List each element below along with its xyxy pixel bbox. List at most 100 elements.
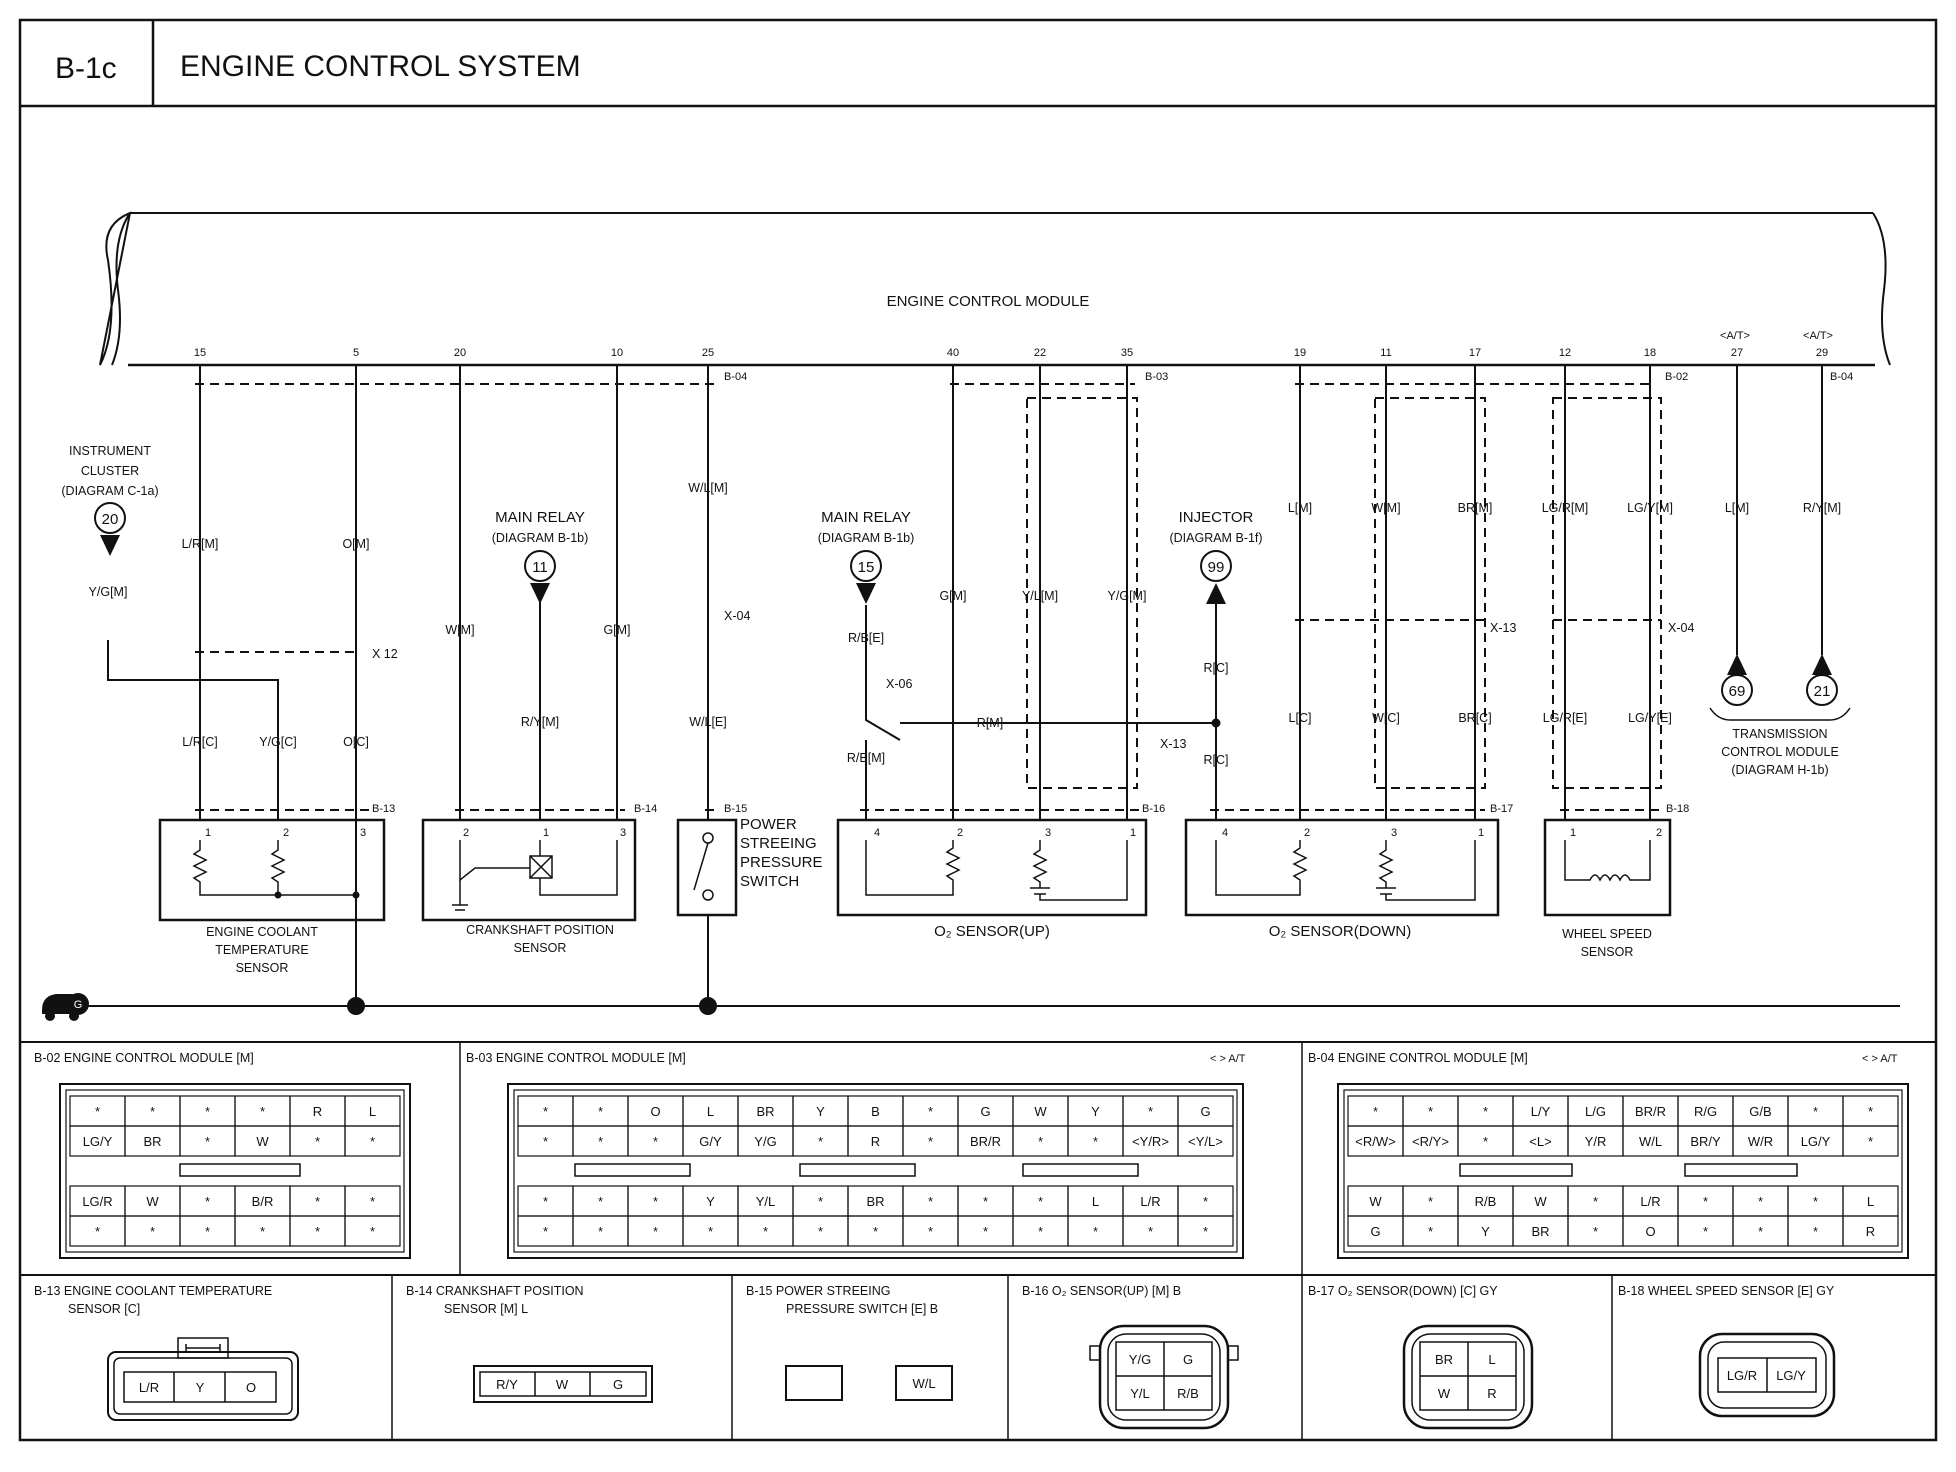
pin-cell: * bbox=[1703, 1224, 1708, 1239]
at-tag-29: <A/T> bbox=[1803, 330, 1833, 342]
panel-title-b02: B-02 ENGINE CONTROL MODULE [M] bbox=[34, 1051, 254, 1065]
at-tag-27: <A/T> bbox=[1720, 330, 1750, 342]
pin-cell: * bbox=[818, 1134, 823, 1149]
junction-label: X-13 bbox=[1490, 621, 1516, 635]
svg-text:SENSOR [M] L: SENSOR [M] L bbox=[444, 1302, 528, 1316]
svg-text:R/B: R/B bbox=[1177, 1386, 1199, 1401]
pin-cell: * bbox=[708, 1224, 713, 1239]
junction-label: X 12 bbox=[372, 647, 398, 661]
pin-cell: * bbox=[598, 1104, 603, 1119]
pin-cell: * bbox=[1703, 1194, 1708, 1209]
pin-cell: * bbox=[928, 1194, 933, 1209]
pin-cell: LG/Y bbox=[1801, 1134, 1831, 1149]
connector-label: B-04 bbox=[724, 371, 747, 383]
pin-cell: Y bbox=[706, 1194, 715, 1209]
svg-text:LG/Y: LG/Y bbox=[1776, 1368, 1806, 1383]
ref-instrument-cluster[interactable]: INSTRUMENT CLUSTER (DIAGRAM C-1a) 20 bbox=[61, 444, 159, 556]
pin-cell: * bbox=[205, 1104, 210, 1119]
svg-text:R/Y: R/Y bbox=[496, 1377, 518, 1392]
pin-cell: <Y/R> bbox=[1132, 1134, 1169, 1149]
pin-cell: <R/Y> bbox=[1412, 1134, 1449, 1149]
svg-text:CRANKSHAFT POSITION: CRANKSHAFT POSITION bbox=[466, 923, 614, 937]
wire-label: Y/L[M] bbox=[1022, 589, 1058, 603]
svg-text:LG/R: LG/R bbox=[1727, 1368, 1757, 1383]
pin-cell: <R/W> bbox=[1355, 1134, 1395, 1149]
ground-point: G bbox=[42, 993, 89, 1021]
ecm-connector-bands: B-04 B-03 B-02 B-04 bbox=[195, 371, 1853, 385]
pin-cell: B/R bbox=[252, 1194, 274, 1209]
pin-cell: * bbox=[315, 1224, 320, 1239]
svg-text:WHEEL SPEED: WHEEL SPEED bbox=[1562, 927, 1652, 941]
svg-text:3: 3 bbox=[620, 827, 626, 839]
pin-cell: * bbox=[95, 1224, 100, 1239]
wire-label: R[C] bbox=[1204, 661, 1229, 675]
svg-text:B-16 O₂ SENSOR(UP) [M] B: B-16 O₂ SENSOR(UP) [M] B bbox=[1022, 1284, 1181, 1298]
junction-labels: X 12 X-04 X-06 X-13 X-13 X-04 bbox=[372, 609, 1694, 751]
pin-cell: R bbox=[871, 1134, 880, 1149]
ecm-pin: 19 bbox=[1294, 347, 1306, 359]
ect-sensor[interactable]: 1 2 3 ENGINE COOLANT TEMPERATURE SENSOR bbox=[158, 818, 386, 975]
pin-cell: * bbox=[1428, 1224, 1433, 1239]
ecm-pin: 15 bbox=[194, 347, 206, 359]
ckp-sensor[interactable]: 2 1 3 CRANKSHAFT POSITION SENSOR bbox=[421, 818, 637, 955]
connector-face-b18: LG/R LG/Y bbox=[1698, 1332, 1836, 1418]
wire-label: W[C] bbox=[1372, 711, 1400, 725]
pin-cell: * bbox=[1813, 1194, 1818, 1209]
wire-label: O[C] bbox=[343, 735, 369, 749]
pin-cell: Y/G bbox=[754, 1134, 776, 1149]
pin-cell: Y/L bbox=[756, 1194, 776, 1209]
svg-text:O₂ SENSOR(UP): O₂ SENSOR(UP) bbox=[934, 923, 1050, 940]
wire-label: BR[M] bbox=[1458, 501, 1493, 515]
ref-main-relay-b[interactable]: MAIN RELAY (DIAGRAM B-1b) 15 bbox=[818, 509, 915, 604]
pin-cell: * bbox=[1203, 1224, 1208, 1239]
svg-text:CONTROL MODULE: CONTROL MODULE bbox=[1721, 745, 1839, 759]
pin-cell: * bbox=[598, 1224, 603, 1239]
pin-cell: BR/R bbox=[970, 1134, 1001, 1149]
connector-face-b13: L/R Y O bbox=[107, 1337, 299, 1421]
ecm-pin: 11 bbox=[1380, 347, 1391, 359]
svg-text:3: 3 bbox=[1391, 827, 1397, 839]
svg-text:2: 2 bbox=[957, 827, 963, 839]
panel-title-b03: B-03 ENGINE CONTROL MODULE [M] bbox=[466, 1051, 686, 1065]
ref-injector[interactable]: INJECTOR (DIAGRAM B-1f) 99 bbox=[1169, 509, 1263, 604]
svg-text:4: 4 bbox=[1222, 827, 1228, 839]
ref-tcm[interactable]: 69 21 TRANSMISSION CONTROL MODULE (DIAGR… bbox=[1709, 654, 1851, 777]
pin-cell: L bbox=[369, 1104, 376, 1119]
svg-text:B-18: B-18 bbox=[1666, 803, 1689, 815]
o2-sensor-down[interactable]: 4 2 3 1 O₂ SENSOR(DOWN) bbox=[1184, 818, 1500, 940]
wire-label: Y/G[M] bbox=[1108, 589, 1147, 603]
pin-cell: W bbox=[1534, 1194, 1547, 1209]
svg-text:L: L bbox=[1488, 1352, 1495, 1367]
pin-cell: * bbox=[1868, 1104, 1873, 1119]
pin-cell: L/G bbox=[1585, 1104, 1606, 1119]
svg-text:1: 1 bbox=[205, 827, 211, 839]
ref-main-relay-a[interactable]: MAIN RELAY (DIAGRAM B-1b) 11 bbox=[492, 509, 589, 604]
svg-text:2: 2 bbox=[463, 827, 469, 839]
svg-text:1: 1 bbox=[1478, 827, 1484, 839]
header: B-1c ENGINE CONTROL SYSTEM bbox=[18, 18, 1938, 1442]
ecm-pin: 5 bbox=[353, 347, 359, 359]
pin-cell: R bbox=[1866, 1224, 1875, 1239]
pin-cell: * bbox=[543, 1194, 548, 1209]
engine-control-module: ENGINE CONTROL MODULE <A/T> <A/T> bbox=[99, 211, 1891, 367]
component-connector-labels: B-13 B-14 B-15 B-16 B-17 B-18 bbox=[372, 803, 1689, 815]
pin-cell: R/G bbox=[1694, 1104, 1717, 1119]
wire-label: LG/Y[E] bbox=[1628, 711, 1672, 725]
svg-text:SENSOR: SENSOR bbox=[1581, 945, 1634, 959]
pin-cell: L bbox=[1092, 1194, 1099, 1209]
svg-text:(DIAGRAM H-1b): (DIAGRAM H-1b) bbox=[1731, 763, 1828, 777]
pin-cell: * bbox=[653, 1224, 658, 1239]
wheel-speed-sensor[interactable]: 1 2 WHEEL SPEED SENSOR bbox=[1543, 818, 1672, 959]
ecm-label: ENGINE CONTROL MODULE bbox=[887, 293, 1090, 310]
wire-label: LG/Y[M] bbox=[1627, 501, 1673, 515]
pin-cell: * bbox=[983, 1194, 988, 1209]
svg-text:SENSOR [C]: SENSOR [C] bbox=[68, 1302, 140, 1316]
svg-text:SWITCH: SWITCH bbox=[740, 873, 799, 890]
pin-cell: * bbox=[315, 1194, 320, 1209]
power-steering-pressure-switch[interactable]: POWER STREEING PRESSURE SWITCH bbox=[676, 816, 823, 917]
ecm-pin: 17 bbox=[1469, 347, 1481, 359]
o2-sensor-up[interactable]: 4 2 3 1 O₂ SENSOR(UP) bbox=[836, 818, 1148, 940]
